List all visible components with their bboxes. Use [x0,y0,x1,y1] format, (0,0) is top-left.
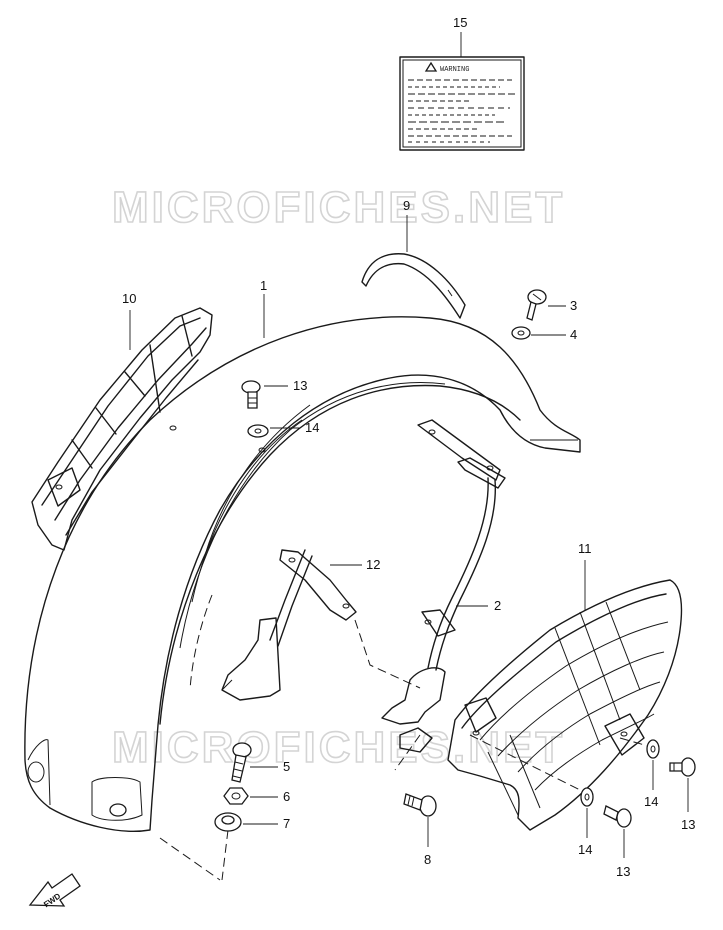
assembly-line-3 [469,734,581,791]
callout-14c: 14 [578,842,592,857]
callout-14a: 14 [305,420,319,435]
assembly-line-2 [394,734,421,771]
callout-13b: 13 [681,817,695,832]
warning-label-part: WARNING [399,56,525,151]
main-stay-part [381,419,506,753]
callout-15: 15 [453,15,467,30]
callout-5: 5 [283,759,290,774]
fwd-arrow-icon: FWD [28,873,81,909]
callout-14b: 14 [644,794,658,809]
bolt-part-13b [669,757,696,777]
fender-part [24,316,581,832]
assembly-line-4 [619,737,649,747]
callout-13a: 13 [293,378,307,393]
callout-10: 10 [122,291,136,306]
washer-part-14c [580,787,594,807]
warning-label-heading: WARNING [440,66,469,74]
callout-4: 4 [570,327,577,342]
callout-12: 12 [366,557,380,572]
callout-7: 7 [283,816,290,831]
callout-9: 9 [403,198,410,213]
callout-2: 2 [494,598,501,613]
callout-11: 11 [578,541,592,556]
callout-8: 8 [424,852,431,867]
assembly-line-1 [354,619,421,689]
bolt-part-13c [603,805,632,828]
washer-part-14a [247,424,269,438]
callout-6: 6 [283,789,290,804]
trim-strip-part [361,253,466,319]
right-guard-frame-part [447,579,683,831]
screw-part-3 [526,289,547,321]
left-guard-frame-part [31,307,213,551]
bolt-part-13a [241,380,261,409]
callout-13c: 13 [616,864,630,879]
washer-part-14b [646,739,660,759]
assembly-line-6 [159,837,221,881]
side-bracket-part [221,549,357,701]
cushion-part-7 [214,812,242,832]
bolt-part-8 [403,793,437,817]
callout-3: 3 [570,298,577,313]
watermark-top: MICROFICHES.NET [112,183,565,232]
washer-part-4 [511,326,531,340]
bolt-part-5 [231,742,252,783]
assembly-line-5 [221,829,229,881]
callout-1: 1 [260,278,267,293]
nut-part-6 [223,787,249,805]
watermark-bottom: MICROFICHES.NET [112,723,565,772]
